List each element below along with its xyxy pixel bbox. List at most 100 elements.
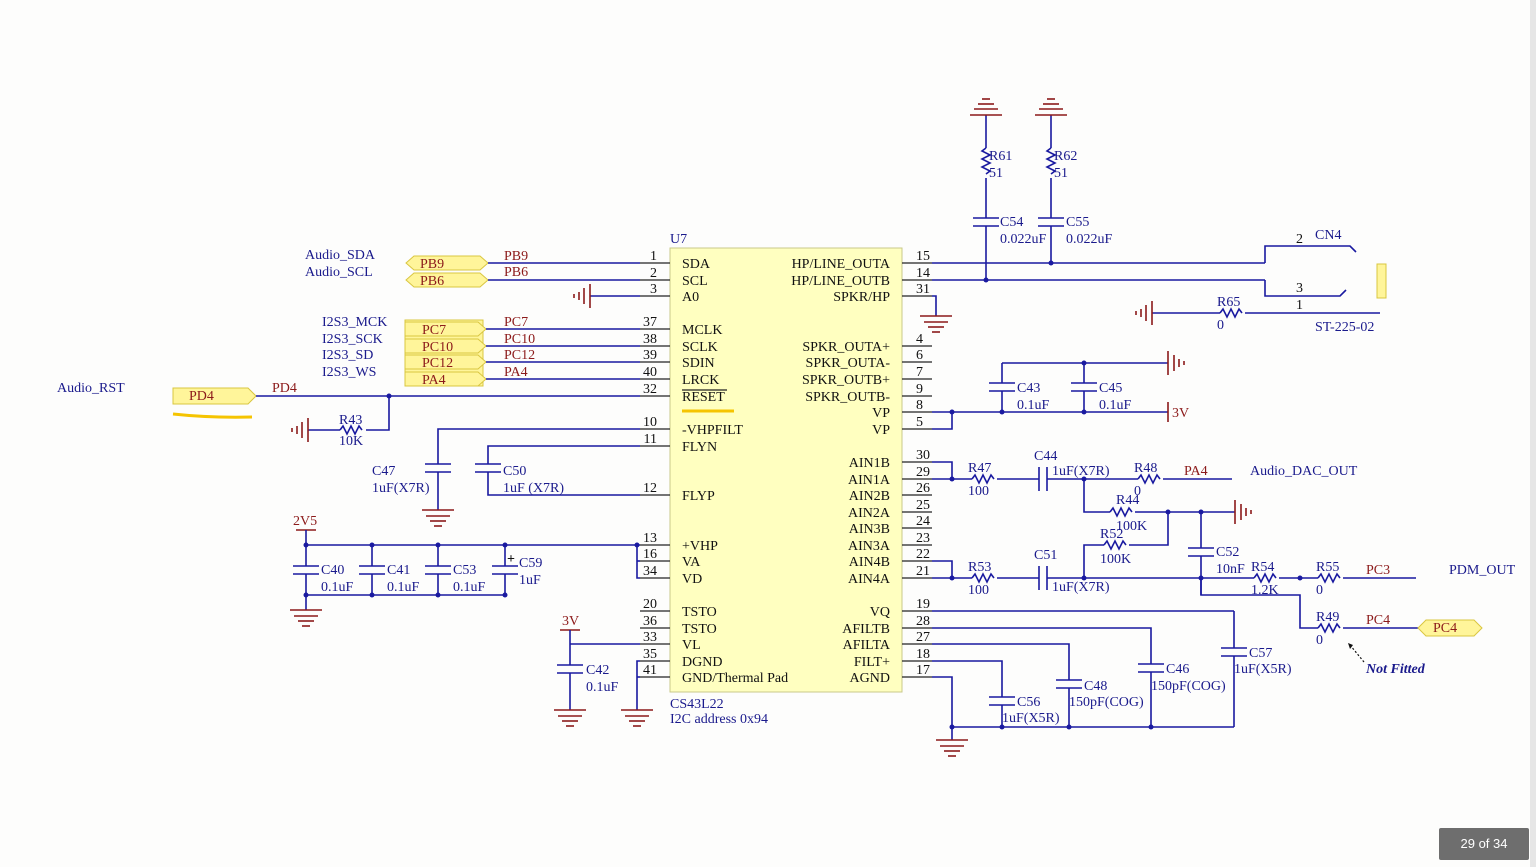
c40-val: 0.1uF xyxy=(321,580,354,595)
r62-val: 51 xyxy=(1054,166,1068,181)
pin-label: SPKR_OUTB- xyxy=(805,390,890,405)
pin-label: AIN3B xyxy=(849,522,890,537)
net-label-pb6: PB6 xyxy=(504,265,528,280)
pin-label: MCLK xyxy=(682,323,722,338)
pin-label: RESET xyxy=(682,390,725,405)
pin-label: SDIN xyxy=(682,356,715,371)
pin-label: -VHPFILT xyxy=(682,423,743,438)
cn4-pin2: 2 xyxy=(1296,232,1303,247)
pin-label: AIN1A xyxy=(848,473,891,488)
port-pc7[interactable]: PC7 xyxy=(404,321,487,338)
pin-number: 40 xyxy=(643,365,657,380)
ground-symbol xyxy=(554,709,586,727)
pin-number: 37 xyxy=(643,315,657,330)
pin-number: 21 xyxy=(916,564,930,579)
pin-label: AFILTA xyxy=(843,638,891,653)
c47-ref: C47 xyxy=(372,464,395,479)
highlight-underline-pd4 xyxy=(172,412,253,419)
pin-label: VP xyxy=(872,406,890,421)
c53-val: 0.1uF xyxy=(453,580,486,595)
pin-label: VD xyxy=(682,572,702,587)
pin-label: AGND xyxy=(850,671,890,686)
c46-ref: C46 xyxy=(1166,662,1189,677)
pin-label: VP xyxy=(872,423,890,438)
pin-number: 13 xyxy=(643,531,657,546)
signal-audio-rst: Audio_RST xyxy=(57,381,125,396)
pin-number: 28 xyxy=(916,614,930,629)
signal-audio-dac-out: Audio_DAC_OUT xyxy=(1250,464,1358,479)
port-pc4[interactable]: PC4 xyxy=(1417,619,1483,637)
c43-val: 0.1uF xyxy=(1017,398,1050,413)
r48-ref: R48 xyxy=(1134,461,1157,476)
c41-val: 0.1uF xyxy=(387,580,420,595)
r62-ref: R62 xyxy=(1054,149,1077,164)
port-pa4[interactable]: PA4 xyxy=(404,371,487,388)
pin-number: 15 xyxy=(916,249,930,264)
net-label-pc7: PC7 xyxy=(504,315,528,330)
pin-label: AIN4B xyxy=(849,555,890,570)
port-pc12[interactable]: PC12 xyxy=(404,354,487,371)
net-label-2v5: 2V5 xyxy=(293,514,317,529)
c42-val: 0.1uF xyxy=(586,680,619,695)
ground-symbol xyxy=(422,509,454,527)
r61-ref: R61 xyxy=(989,149,1012,164)
r55-ref: R55 xyxy=(1316,560,1339,575)
net-label-3v-vl: 3V xyxy=(562,614,579,629)
pin-number: 24 xyxy=(916,514,930,529)
net-label-pa4-dac: PA4 xyxy=(1184,464,1208,479)
pin-label: SCL xyxy=(682,274,708,289)
pin-number: 12 xyxy=(643,481,657,496)
pin-number: 38 xyxy=(643,332,657,347)
decoupling-capacitor xyxy=(425,542,451,598)
pin-label: VQ xyxy=(870,605,890,620)
svg-text:PC12: PC12 xyxy=(422,356,453,371)
pin-label: VA xyxy=(682,555,701,570)
c46-val: 150pF(COG) xyxy=(1151,679,1226,694)
scrollbar-track[interactable] xyxy=(1530,0,1536,867)
c56-ref: C56 xyxy=(1017,695,1040,710)
ground-symbol xyxy=(573,284,591,308)
pin-label: FLYP xyxy=(682,489,715,504)
svg-text:PA4: PA4 xyxy=(422,373,446,388)
signal-i2s-sck: I2S3_SCK xyxy=(322,332,383,347)
pin-label: SPKR_OUTA- xyxy=(806,356,891,371)
pin-number: 17 xyxy=(916,663,930,678)
pin-number: 14 xyxy=(916,266,930,281)
ground-symbol xyxy=(290,609,322,627)
svg-text:PB9: PB9 xyxy=(420,257,444,272)
port-pb6[interactable]: PB6 xyxy=(405,272,489,289)
ground-symbol xyxy=(970,98,1002,116)
port-pc10[interactable]: PC10 xyxy=(404,338,487,355)
svg-text:PB6: PB6 xyxy=(420,274,444,289)
pin-number: 2 xyxy=(650,266,657,281)
r44-val: 100K xyxy=(1116,519,1147,534)
c40-ref: C40 xyxy=(321,563,344,578)
chip-left-pins: 1SDA2SCL3A037MCLK38SCLK39SDIN40LRCK32RES… xyxy=(640,249,788,686)
pin-number: 4 xyxy=(916,332,923,347)
port-pb9[interactable]: PB9 xyxy=(405,255,489,272)
c48-val: 150pF(COG) xyxy=(1069,695,1144,710)
pin-label: AFILTB xyxy=(842,622,890,637)
port-pd4[interactable]: PD4 xyxy=(172,387,257,405)
pin-number: 33 xyxy=(643,630,657,645)
c52-ref: C52 xyxy=(1216,545,1239,560)
pin-number: 7 xyxy=(916,365,923,380)
chip-pin-left: 10-VHPFILT xyxy=(640,415,743,438)
svg-text:PC10: PC10 xyxy=(422,340,453,355)
pin-number: 19 xyxy=(916,597,930,612)
pin-number: 8 xyxy=(916,398,923,413)
